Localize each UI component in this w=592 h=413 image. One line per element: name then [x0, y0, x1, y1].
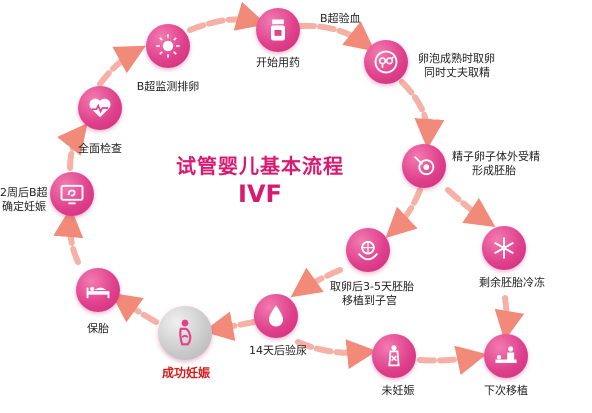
label-full-exam: 全面检查: [78, 142, 122, 155]
label-b-monitor: B超监测排卵: [136, 80, 200, 93]
node-next-transfer: [484, 334, 528, 378]
label-transfer: 取卵后3-5天胚胎 移植到子宫: [330, 280, 414, 307]
sun-ovary-icon: [156, 34, 180, 58]
arrow-fertilization-to-transfer: [385, 187, 423, 239]
arrow-success-to-keep: [110, 292, 159, 325]
node-keep-pregnancy: [76, 268, 120, 312]
arrow-urine-to-success: [203, 311, 257, 342]
bed-rest-icon: [86, 286, 110, 299]
arrow-transfer-to-urine: [290, 267, 343, 298]
arrow-notpreg-to-next: [417, 345, 487, 376]
pregnant-woman-icon: [179, 319, 192, 346]
pregnant-cross-icon: [388, 345, 400, 367]
arrow-freeze-to-next: [494, 295, 525, 341]
label-not-pregnant: 未妊娠: [381, 384, 415, 397]
label-freeze: 剩余胚胎冷冻: [479, 276, 545, 289]
node-start-meds: [256, 8, 300, 52]
arrow-retrieval-to-fertilization: [399, 79, 445, 149]
label-success: 成功妊娠: [161, 366, 211, 380]
heart-pulse-icon: [89, 98, 111, 118]
label-urine-test: 14天后验尿: [249, 344, 307, 357]
node-transfer: [346, 228, 390, 272]
medicine-bottle-icon: [271, 19, 285, 41]
node-confirm: [50, 172, 94, 216]
node-freeze: [482, 226, 526, 270]
label-next-transfer: 下次移植: [484, 384, 528, 397]
node-egg-retrieval: [364, 40, 408, 84]
embryo-hands-icon: [357, 240, 379, 261]
arrow-fertilization-to-freeze: [445, 187, 496, 227]
label-confirm: 2周后B超 确定妊娠: [0, 186, 48, 213]
label-fertilization: 精子卵子体外受精 形成胚胎: [452, 150, 540, 177]
arrow-urine-to-notpreg: [295, 339, 377, 370]
label-start-meds: 开始用药: [256, 56, 300, 69]
node-full-exam: [78, 86, 122, 130]
gender-symbols-icon: [374, 50, 398, 74]
label-b-blood: B超验血: [320, 12, 361, 25]
label-keep-pregnancy: 保胎: [87, 322, 109, 335]
node-urine-test: [254, 294, 298, 338]
node-not-pregnant: [372, 334, 416, 378]
diagram-subtitle: IVF: [238, 180, 282, 208]
water-drop-icon: [269, 305, 283, 327]
doctor-patient-icon: [495, 346, 517, 363]
snowflake-icon: [494, 237, 514, 259]
node-b-monitor: [146, 24, 190, 68]
diagram-title: 试管婴儿基本流程: [176, 154, 344, 178]
arrow-meds-to-retrieval: [297, 21, 376, 52]
node-success: [158, 306, 212, 360]
label-egg-retrieval: 卵泡成熟时取卵 同时丈夫取精: [418, 52, 495, 79]
arrow-confirm-to-exam: [57, 122, 88, 171]
arrow-exam-to-monitor: [97, 45, 146, 87]
arrow-monitor-to-meds: [187, 1, 267, 33]
arrow-keep-to-confirm: [53, 207, 84, 265]
node-fertilization: [402, 144, 446, 188]
sperm-egg-icon: [414, 156, 435, 176]
ultrasound-screen-icon: [60, 184, 84, 205]
